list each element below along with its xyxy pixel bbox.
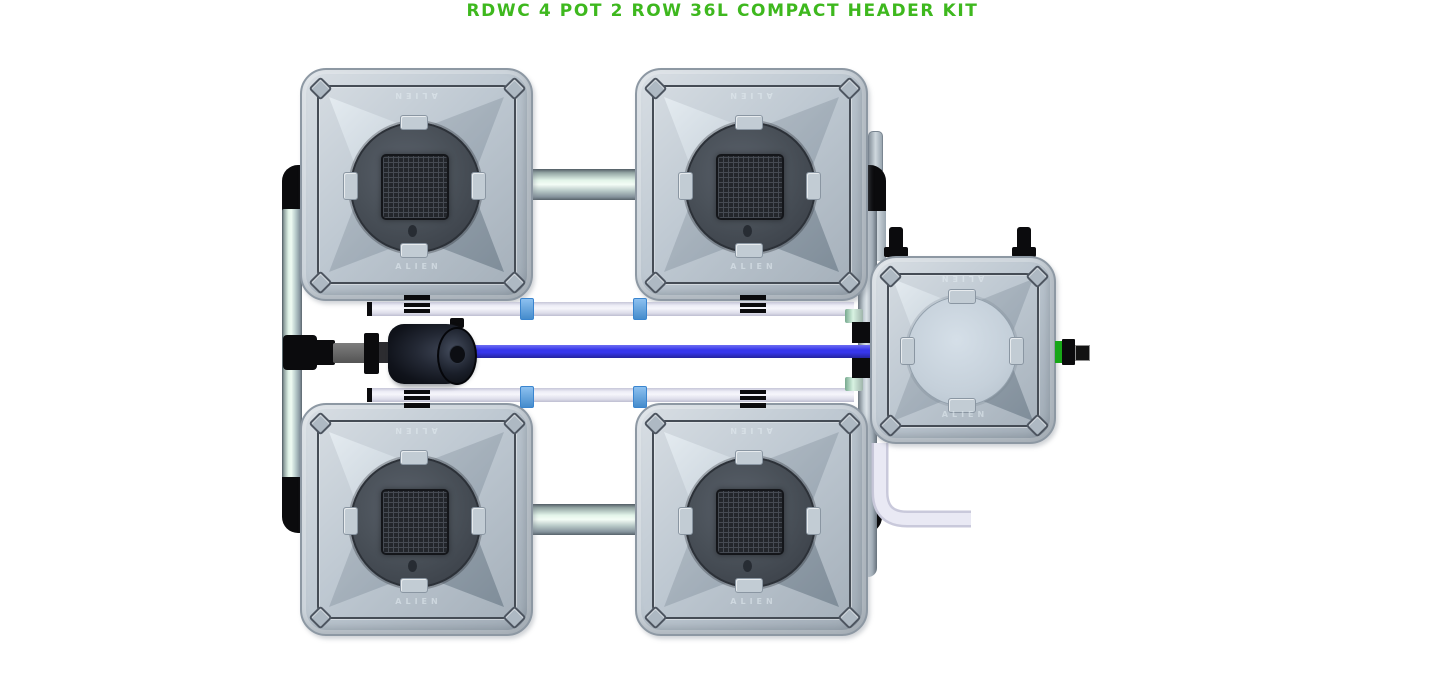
lid-tab [400, 242, 428, 258]
lid-plug [408, 225, 417, 237]
pipe-clip [740, 390, 766, 394]
header-inlet-stub-upper [845, 309, 863, 323]
pump-hub [449, 345, 466, 364]
elbow-top-right [864, 165, 886, 214]
drain-valve-body [1062, 339, 1075, 365]
pipe-clip [404, 390, 430, 394]
pump-union-barrel [333, 343, 366, 363]
header-inlet-stub-lower [845, 377, 863, 391]
pipe-clip [404, 309, 430, 313]
net-pot-mesh [381, 489, 449, 555]
lid-frame [652, 85, 851, 284]
lid-frame [317, 85, 516, 284]
lid-tab [948, 289, 976, 304]
lid-tab [677, 507, 693, 535]
pipe-clip [740, 396, 766, 400]
return-pipe-lower-endcap [367, 388, 372, 402]
pump-top-tab [450, 318, 464, 328]
net-pot-mesh [381, 154, 449, 220]
lid-tab [1009, 337, 1024, 365]
blue-pipe-clip [633, 298, 647, 320]
brand-label: ALIEN [395, 597, 442, 606]
lid-tab [342, 172, 358, 200]
blue-pipe-clip [633, 386, 647, 408]
net-pot-mesh [716, 489, 784, 555]
pump-tee-fitting [283, 335, 317, 370]
lid-tab [948, 398, 976, 413]
lid-plug [408, 560, 417, 572]
pipe-clip [404, 396, 430, 400]
lid-tab [400, 114, 428, 130]
brand-label: ALIEN [395, 262, 442, 271]
lid-tab [735, 449, 763, 465]
pipe-clip [740, 303, 766, 307]
lid-tab [400, 449, 428, 465]
pipe-clip [404, 403, 430, 408]
blue-pipe-clip [520, 386, 534, 408]
lid-plug [743, 560, 752, 572]
drain-valve-stub [1075, 345, 1090, 361]
pump-union-collar [315, 340, 335, 365]
lid-frame [887, 273, 1039, 427]
brand-label: ALIEN [941, 410, 989, 419]
lid-plug [743, 225, 752, 237]
net-pot-mesh [716, 154, 784, 220]
pipe-clip [404, 295, 430, 300]
pipe-clip [404, 303, 430, 307]
header-post-right-base [1012, 247, 1036, 257]
header-post-right [1017, 227, 1031, 251]
page-title: RDWC 4 POT 2 ROW 36L COMPACT HEADER KIT [466, 1, 979, 21]
lid-tab [805, 507, 821, 535]
lid-tab [677, 172, 693, 200]
lid-tab [400, 577, 428, 593]
lid-tab [900, 337, 915, 365]
pipe-clip [740, 295, 766, 300]
return-pipe-lower [368, 388, 854, 402]
return-pipe-upper-endcap [367, 302, 372, 316]
lid-tab [342, 507, 358, 535]
drain-valve-green-seal [1055, 341, 1062, 363]
header-post-left [889, 227, 903, 251]
lid-frame [652, 420, 851, 619]
lid-tab [735, 114, 763, 130]
pipe-clip [740, 403, 766, 408]
lid-tab [470, 172, 486, 200]
header-bulkhead-lower [852, 357, 870, 378]
brand-label: ALIEN [730, 597, 777, 606]
pump-delivery-pipe [462, 345, 870, 358]
lid-tab [735, 577, 763, 593]
lid-tab [805, 172, 821, 200]
pipe-bottom-row-connector [528, 504, 640, 535]
lid-tab [470, 507, 486, 535]
return-pipe-upper [368, 302, 854, 316]
brand-label: ALIEN [730, 262, 777, 271]
pipe-clip [740, 309, 766, 313]
pump-flange [364, 333, 379, 374]
lid-tab [735, 242, 763, 258]
lid-frame [317, 420, 516, 619]
blue-pipe-clip [520, 298, 534, 320]
header-bulkhead-upper [852, 322, 870, 343]
pump-inlet-stub [379, 342, 390, 363]
pipe-top-row-connector [528, 169, 640, 200]
header-post-left-base [884, 247, 908, 257]
